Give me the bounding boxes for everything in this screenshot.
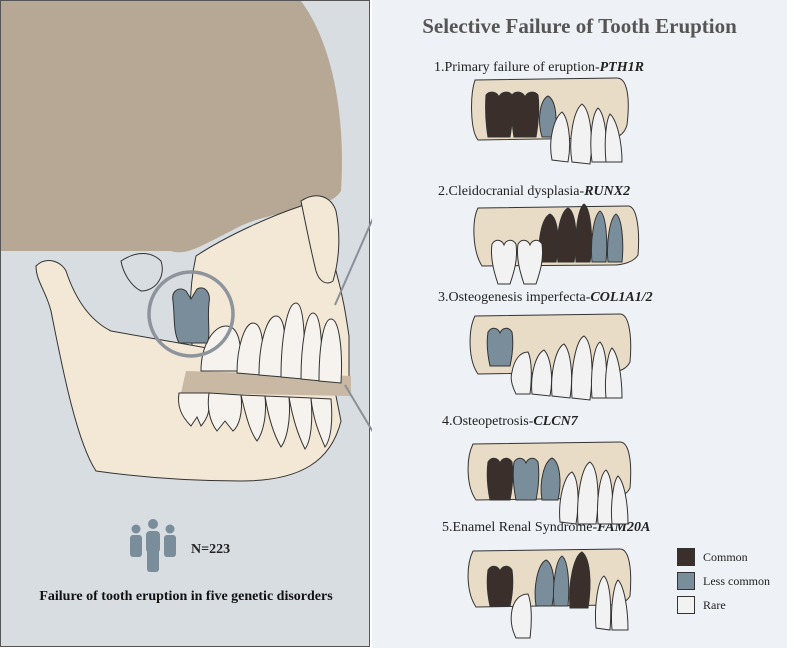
disorder-label-1: 1.Primary failure of eruption-PTH1R: [434, 60, 644, 75]
people-group-icon: [130, 519, 176, 572]
legend-rare: Rare: [677, 596, 726, 614]
jaw-diagram-3: [469, 313, 632, 401]
disorder-panel: Selective Failure of Tooth Eruption 1.Pr…: [372, 0, 787, 648]
legend-common: Common: [677, 548, 748, 566]
disorder-label-3: 3.Osteogenesis imperfecta-COL1A1/2: [438, 290, 653, 305]
disorder-label-4: 4.Osteopetrosis-CLCN7: [442, 414, 578, 429]
figure-caption: Failure of tooth eruption in five geneti…: [39, 589, 333, 604]
legend-swatch-less-common: [677, 572, 695, 590]
legend-swatch-rare: [677, 596, 695, 614]
skull-panel: N=223 Failure of tooth eruption in five …: [0, 0, 370, 647]
legend-less-common: Less common: [677, 572, 770, 590]
jaw-diagram-5: [467, 548, 632, 639]
disorder-label-2: 2.Cleidocranial dysplasia-RUNX2: [438, 184, 631, 199]
skull-illustration: [1, 1, 351, 572]
jaw-diagrams: [467, 77, 640, 639]
jaw-diagram-1: [471, 77, 629, 165]
jaw-diagram-2: [473, 203, 640, 285]
legend-swatch-common: [677, 548, 695, 566]
panel-title: Selective Failure of Tooth Eruption: [422, 14, 737, 38]
cohort-count: N=223: [191, 542, 231, 557]
jaw-diagram-4: [467, 441, 632, 525]
